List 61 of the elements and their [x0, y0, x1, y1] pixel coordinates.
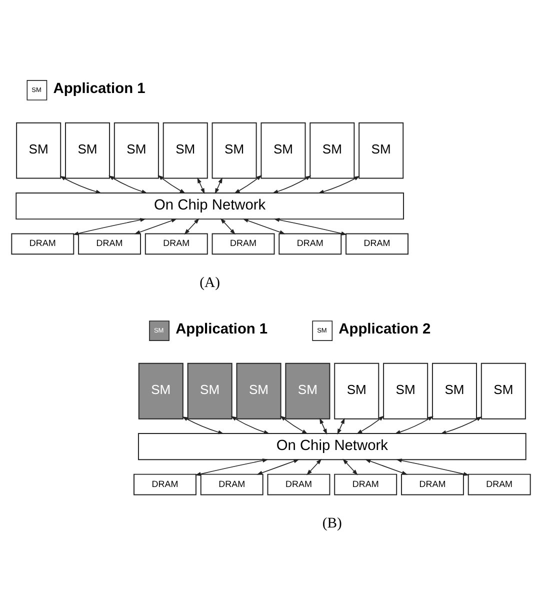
node-box: SM: [480, 362, 526, 420]
arrow: [182, 416, 224, 434]
arrow: [364, 459, 408, 475]
arrow: [234, 175, 262, 194]
arrow: [134, 218, 178, 234]
arrow: [256, 459, 300, 475]
arrow: [274, 218, 347, 236]
node-box: SM: [65, 122, 110, 179]
node-box: SM: [16, 122, 62, 179]
node-label: Application 2: [338, 322, 431, 338]
arrow: [158, 175, 186, 194]
node-box: SM: [334, 362, 380, 420]
node-box: DRAM: [401, 474, 464, 496]
arrow: [280, 416, 308, 434]
node-box: SM: [138, 362, 184, 420]
node-box: DRAM: [468, 474, 531, 496]
arrow: [195, 458, 268, 476]
arrow: [342, 458, 358, 476]
node-box: DRAM: [278, 233, 342, 255]
node-label: Application 1: [176, 322, 268, 338]
label: (A): [200, 275, 220, 292]
arrow: [184, 218, 200, 235]
node-box: SM: [285, 362, 330, 420]
node-box: On Chip Network: [16, 192, 404, 220]
arrow: [306, 458, 322, 476]
node-box: DRAM: [334, 474, 398, 496]
node-box: DRAM: [346, 233, 408, 255]
arrow: [72, 218, 146, 236]
node-box: SM: [162, 122, 208, 179]
node-box: SM: [236, 362, 282, 420]
node-box: DRAM: [78, 233, 141, 255]
node-box: SM: [212, 122, 257, 179]
arrow: [320, 418, 328, 435]
node-box: DRAM: [267, 474, 330, 496]
arrow: [242, 218, 286, 234]
arrow: [440, 416, 482, 434]
arrow: [356, 416, 384, 434]
node-label: Application 1: [53, 80, 146, 97]
arrow: [197, 177, 205, 194]
node-box: On Chip Network: [138, 433, 526, 460]
node-box: SM: [114, 122, 159, 179]
node-box: DRAM: [134, 474, 196, 496]
node-box: SM: [187, 362, 232, 420]
arrow: [318, 176, 360, 194]
node-box: DRAM: [144, 233, 208, 255]
arrow: [108, 175, 148, 194]
node-box: SM: [383, 362, 428, 420]
node-box: DRAM: [11, 233, 74, 255]
label: (B): [322, 516, 342, 532]
node-box: SM: [260, 122, 306, 179]
arrow: [230, 416, 270, 434]
arrow: [220, 218, 236, 235]
arrow: [394, 416, 434, 434]
node-box: DRAM: [200, 474, 264, 496]
arrow: [396, 458, 470, 476]
arrow: [272, 175, 312, 194]
node-box: SM: [432, 362, 477, 420]
arrow: [60, 176, 102, 194]
node-box: DRAM: [212, 233, 275, 255]
node-box: SM: [358, 122, 404, 179]
node-box: SM: [310, 122, 355, 179]
